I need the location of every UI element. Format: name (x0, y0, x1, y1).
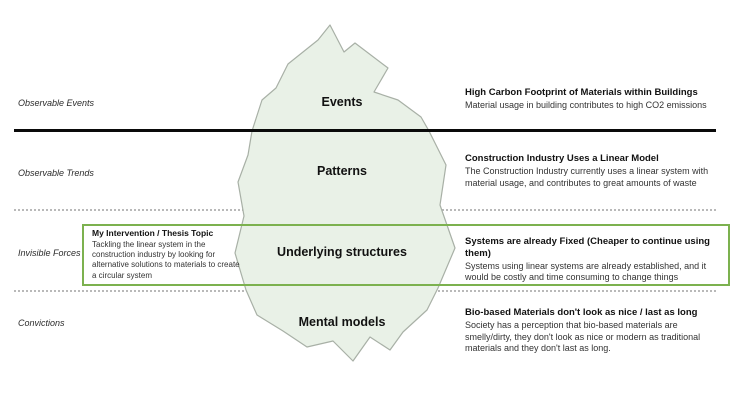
intervention-title: My Intervention / Thesis Topic (92, 228, 214, 238)
annotation-structures: Systems are already Fixed (Cheaper to co… (465, 236, 721, 284)
waterline (14, 129, 716, 132)
annotation-events-body: Material usage in building contributes t… (465, 99, 707, 110)
level-label-patterns: Patterns (316, 164, 368, 178)
intervention-body: Tackling the linear system in the constr… (92, 239, 240, 280)
annotation-patterns-body: The Construction Industry currently uses… (465, 165, 709, 188)
annotation-structures-body: Systems using linear systems are already… (465, 260, 707, 283)
intervention-highlight-box (82, 224, 730, 286)
annotation-patterns: Construction Industry Uses a Linear Mode… (465, 153, 721, 189)
left-label-observable-events: Observable Events (18, 98, 95, 108)
annotation-events-title: High Carbon Footprint of Materials withi… (465, 87, 698, 98)
left-label-convictions: Convictions (18, 318, 65, 328)
left-label-observable-trends: Observable Trends (18, 168, 94, 178)
level-label-events: Events (321, 95, 363, 109)
level-label-underlying-structures: Underlying structures (277, 245, 407, 259)
left-label-invisible-forces: Invisible Forces (18, 248, 81, 258)
annotation-structures-title: Systems are already Fixed (Cheaper to co… (465, 236, 710, 259)
annotation-mental-models-title: Bio-based Materials don't look as nice /… (465, 307, 698, 318)
annotation-mental-models: Bio-based Materials don't look as nice /… (465, 307, 721, 355)
annotation-patterns-title: Construction Industry Uses a Linear Mode… (465, 153, 659, 164)
annotation-events: High Carbon Footprint of Materials withi… (465, 87, 721, 112)
annotation-mental-models-body: Society has a perception that bio-based … (465, 319, 701, 354)
level-label-mental-models: Mental models (298, 315, 386, 329)
iceberg-shape (234, 24, 456, 362)
intervention-note: My Intervention / Thesis Topic Tackling … (92, 228, 240, 281)
